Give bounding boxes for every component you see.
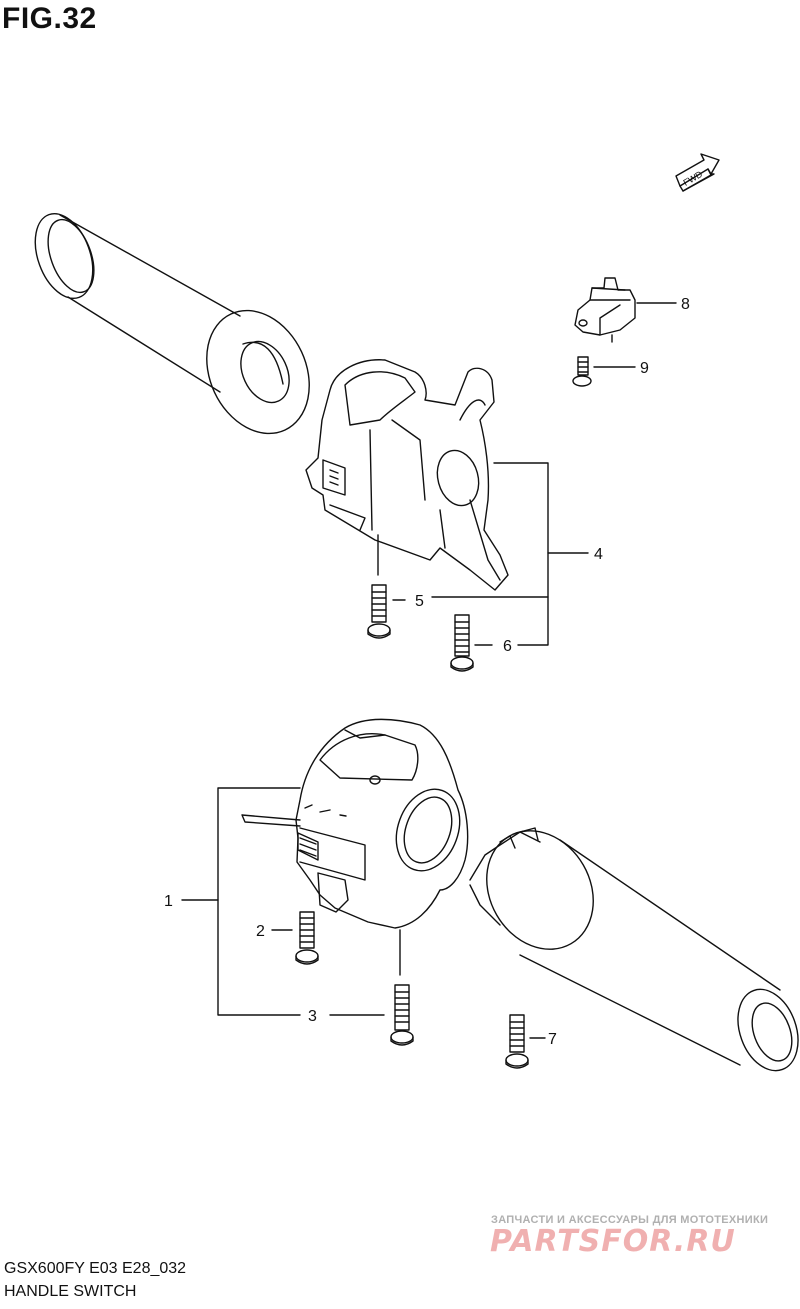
callout-bracket-4	[377, 462, 589, 646]
screw-9	[572, 356, 636, 387]
callout-1: 1	[164, 893, 173, 910]
callout-4: 4	[594, 546, 603, 563]
screw-5	[367, 584, 406, 639]
callout-3: 3	[308, 1008, 317, 1025]
screw-7	[505, 1014, 546, 1069]
callout-7: 7	[548, 1031, 557, 1048]
callout-5: 5	[415, 593, 424, 610]
left-grip	[34, 213, 310, 435]
switch-part-8	[574, 277, 677, 343]
right-switch-housing	[241, 718, 469, 929]
throttle-grip	[469, 827, 799, 1072]
left-switch-housing	[305, 359, 509, 591]
callout-6: 6	[503, 638, 512, 655]
callout-9: 9	[640, 360, 649, 377]
section-name: HANDLE SWITCH	[4, 1283, 137, 1300]
watermark-tagline: ЗАПЧАСТИ И АКСЕССУАРЫ ДЛЯ МОТОТЕХНИКИ	[491, 1214, 769, 1226]
callout-bracket-1	[181, 787, 401, 1016]
screw-3	[390, 984, 414, 1046]
model-code: GSX600FY E03 E28_032	[4, 1260, 187, 1277]
screw-6	[450, 614, 493, 672]
fwd-arrow-icon: FWD	[675, 153, 720, 192]
callout-8: 8	[681, 296, 690, 313]
callout-2: 2	[256, 923, 265, 940]
watermark-brand: PARTSFOR.RU	[490, 1224, 736, 1259]
screw-2	[271, 911, 319, 965]
figure-title: FIG.32	[2, 2, 97, 35]
